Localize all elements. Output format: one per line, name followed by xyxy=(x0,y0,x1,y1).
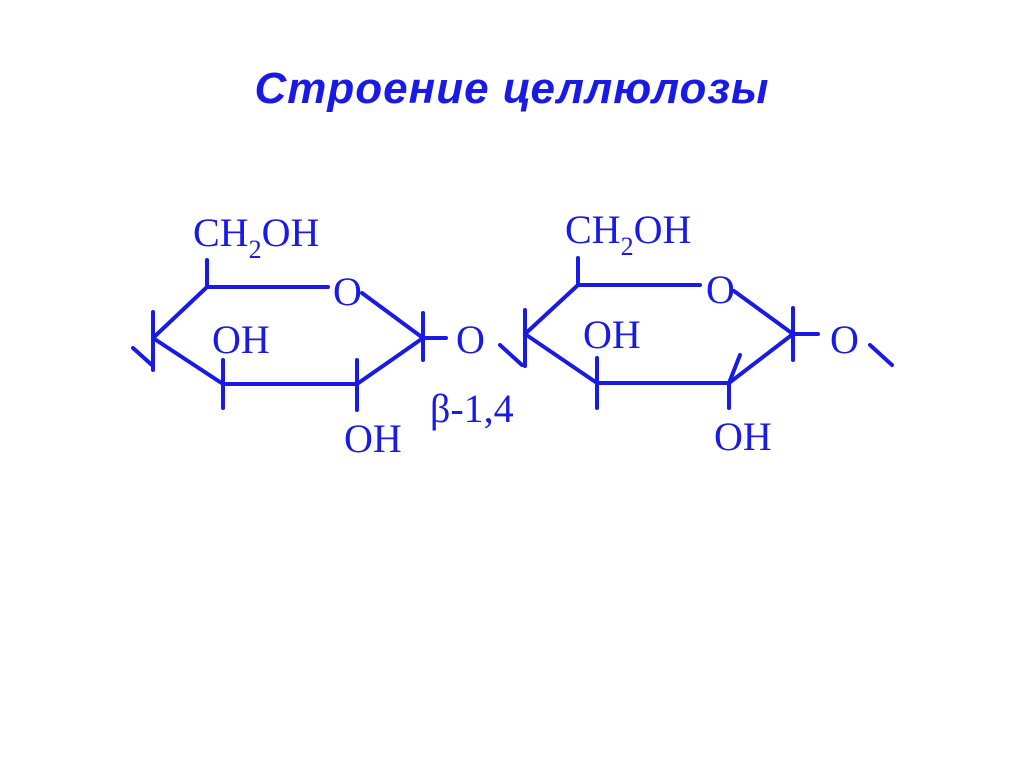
bridge-oxygen-2: O xyxy=(830,317,859,362)
ring-bond-c3-c4 xyxy=(523,332,599,385)
oh-bottom-1: OH xyxy=(344,416,402,461)
ring-bond-c4-c5 xyxy=(523,283,580,336)
bond-c4-chain-end xyxy=(131,346,155,368)
ring-bond-o-c1 xyxy=(360,291,425,340)
oh-inside-2: OH xyxy=(583,312,641,357)
ring-bond-c1-c2 xyxy=(355,336,425,386)
glucose-unit-1: CH2OH O OH OH O xyxy=(131,210,485,461)
ring-bond-c4-c5 xyxy=(151,285,209,340)
ch2oh-label-1: CH2OH xyxy=(193,210,319,264)
glucose-unit-2: CH2OH O OH OH O xyxy=(498,207,894,459)
bond-bridge-o-chain-end xyxy=(868,343,894,367)
oh-inside-1: OH xyxy=(212,317,270,362)
ring-bond-c1-c2 xyxy=(727,332,795,385)
slide-title: Строение целлюлозы xyxy=(254,64,770,113)
oh-bottom-2: OH xyxy=(714,414,772,459)
ring-oxygen-2: O xyxy=(706,267,735,312)
ring-oxygen-1: O xyxy=(333,269,362,314)
ring-bond-c3-c4 xyxy=(151,336,225,386)
bond-c2-tick-up xyxy=(727,353,742,385)
ch2oh-label-2: CH2OH xyxy=(565,207,691,261)
beta-1-4-linkage-label: β-1,4 xyxy=(430,386,514,431)
bond-bridge-o-c4 xyxy=(498,343,524,367)
ring-bond-o-c1 xyxy=(732,289,795,336)
bridge-oxygen-1: O xyxy=(456,317,485,362)
